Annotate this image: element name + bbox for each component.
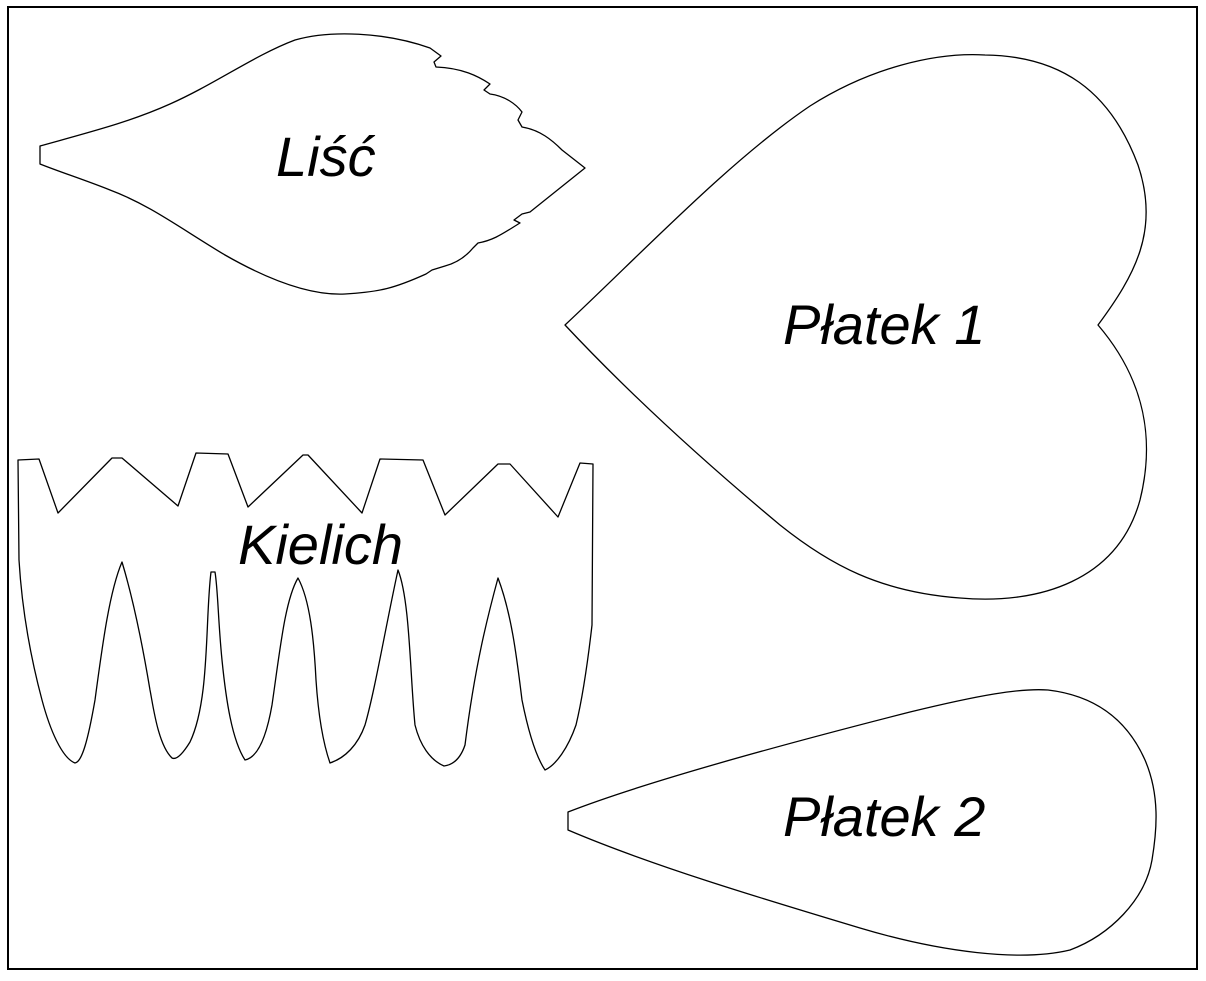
piece-petal-1: Płatek 1: [564, 53, 1148, 600]
petal-1-outline: [564, 53, 1148, 600]
petal-1-label: Płatek 1: [783, 293, 985, 356]
petal-2-outline: [567, 689, 1157, 956]
sheet-border: [7, 6, 1198, 970]
piece-petal-2: Płatek 2: [567, 689, 1157, 956]
calyx-outline: [17, 452, 594, 771]
piece-leaf: Liść: [39, 33, 586, 295]
leaf-label: Liść: [276, 125, 376, 188]
leaf-outline: [39, 33, 586, 295]
petal-2-label: Płatek 2: [783, 785, 985, 848]
piece-calyx: Kielich: [17, 452, 594, 771]
calyx-label: Kielich: [238, 513, 403, 576]
